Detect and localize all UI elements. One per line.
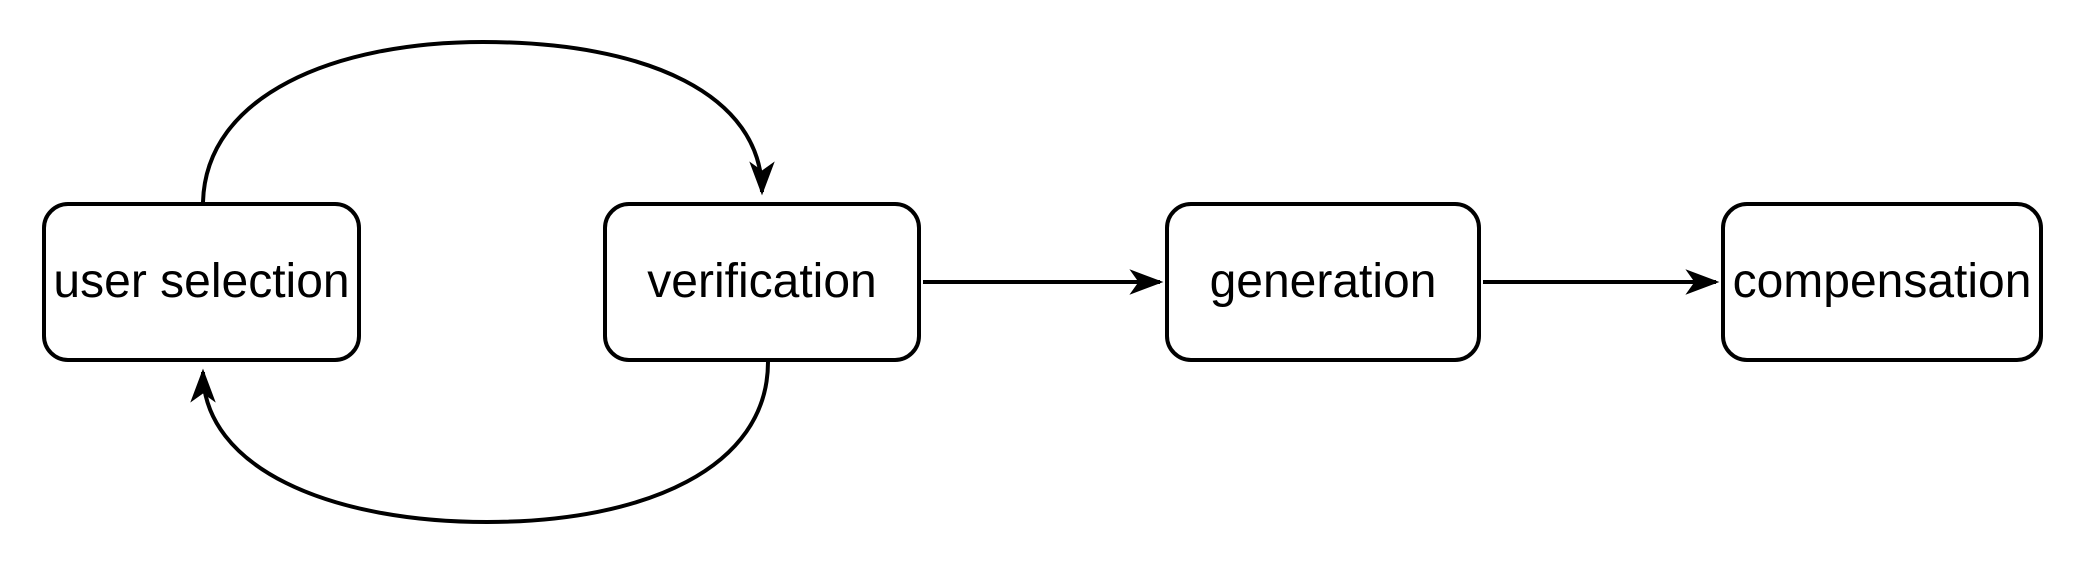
node-verification: verification xyxy=(603,202,921,362)
node-generation: generation xyxy=(1165,202,1481,362)
node-user-selection-label: user selection xyxy=(53,254,350,308)
node-user-selection: user selection xyxy=(42,202,361,362)
edge-verification-to-user-selection xyxy=(190,361,770,525)
node-verification-label: verification xyxy=(647,254,877,308)
edge-user-selection-to-verification xyxy=(201,39,775,203)
node-compensation-label: compensation xyxy=(1732,254,2032,308)
node-compensation: compensation xyxy=(1721,202,2043,362)
node-generation-label: generation xyxy=(1209,254,1437,308)
